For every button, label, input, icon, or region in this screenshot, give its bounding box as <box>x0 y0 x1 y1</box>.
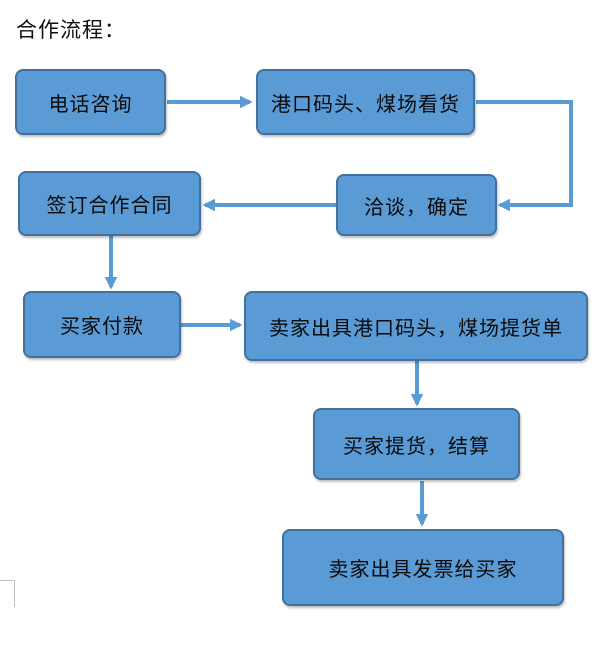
diagram-title: 合作流程： <box>16 18 126 42</box>
node-negotiate: 洽谈，确定 <box>336 174 497 236</box>
page-corner-mark <box>0 580 15 607</box>
node-seller-bill: 卖家出具港口码头，煤场提货单 <box>244 291 588 361</box>
arrow-port-to-negotiate <box>476 100 573 212</box>
node-port-inspect: 港口码头、煤场看货 <box>256 69 475 135</box>
node-phone-consult: 电话咨询 <box>15 69 166 135</box>
node-buyer-pay: 买家付款 <box>23 291 181 358</box>
node-buyer-pickup: 买家提货，结算 <box>313 408 520 480</box>
node-sign-contract: 签订合作合同 <box>18 171 201 236</box>
node-seller-invoice: 卖家出具发票给买家 <box>282 529 564 606</box>
